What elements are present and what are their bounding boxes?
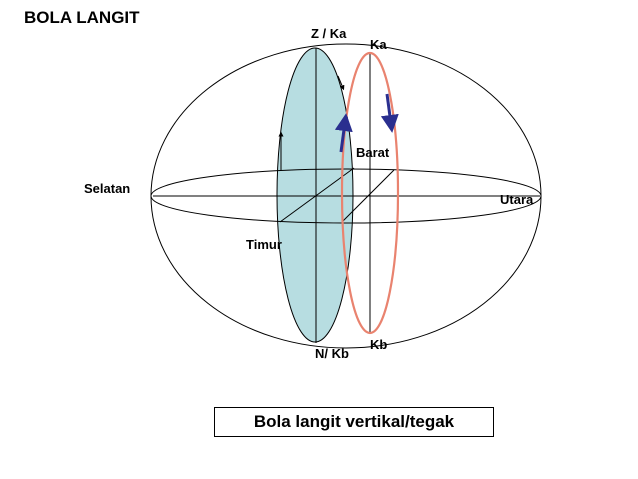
label-south: Selatan	[84, 181, 131, 196]
diagram-caption: Bola langit vertikal/tegak	[214, 407, 494, 437]
label-east: Timur	[246, 237, 282, 252]
tilted-circle	[340, 51, 400, 335]
arrow-down	[380, 93, 399, 133]
label-nadir: N/ Kb	[315, 346, 349, 361]
label-pole-north: Ka	[370, 37, 387, 52]
label-north: Utara	[500, 192, 534, 207]
label-pole-south: Kb	[370, 337, 388, 352]
diagonal-line-pole	[341, 169, 395, 223]
vertical-circle	[276, 47, 354, 343]
label-zenith: Z / Ka	[311, 26, 347, 41]
diagram-title: BOLA LANGIT	[24, 8, 140, 27]
arrow-up	[334, 113, 353, 153]
tick-mark-top	[337, 75, 345, 91]
label-west: Barat	[356, 145, 390, 160]
horizon-circle	[150, 168, 542, 224]
